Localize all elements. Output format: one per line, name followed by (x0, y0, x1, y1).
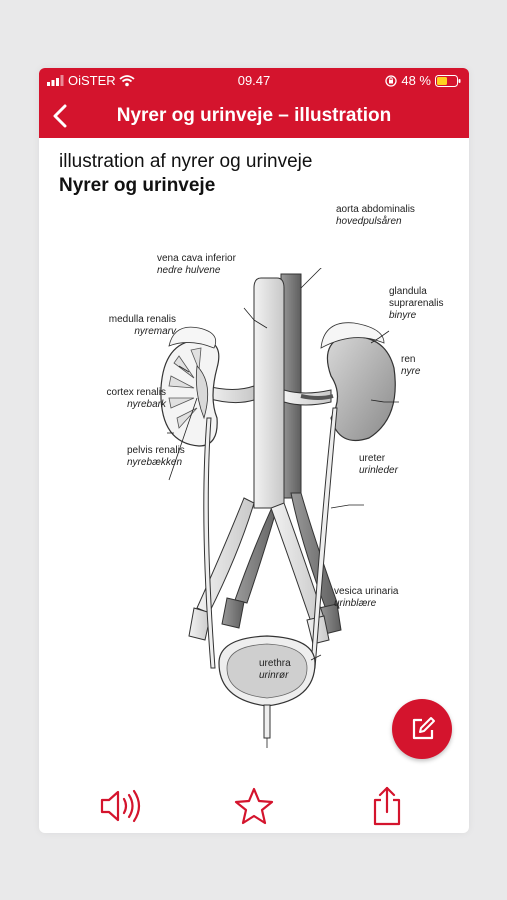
label-ureter-latin: ureter (359, 453, 386, 464)
battery-icon (435, 74, 461, 87)
star-icon (234, 787, 274, 825)
label-urethra: urethra urinrør (259, 658, 291, 682)
label-medulla-danish: nyremarv (134, 326, 176, 337)
illustration-heading: Nyrer og urinveje (59, 175, 216, 196)
label-glandula-latin-1: glandula (389, 286, 427, 297)
chevron-left-icon (53, 104, 67, 128)
label-vesica: vesica urinaria urinblære (334, 586, 398, 610)
back-button[interactable] (45, 100, 77, 132)
label-ureter-danish: urinleder (359, 465, 398, 476)
urinary-system-drawing (160, 268, 399, 748)
illustration-subtitle: illustration af nyrer og urinveje (59, 151, 313, 172)
favorite-button[interactable] (232, 786, 276, 826)
label-pelvis-latin: pelvis renalis (127, 445, 185, 456)
label-aorta-danish: hovedpulsåren (336, 216, 402, 227)
audio-button[interactable] (98, 786, 142, 826)
kidney-illustration: aorta abdominalis hovedpulsåren vena cav… (39, 204, 469, 748)
status-left: OiSTER (47, 73, 135, 88)
page-title: Nyrer og urinveje – illustration (116, 105, 392, 126)
label-ren-danish: nyre (401, 366, 421, 377)
label-cortex: cortex renalis nyrebark (68, 387, 166, 411)
label-ren-latin: ren (401, 354, 416, 365)
label-aorta-latin: aorta abdominalis (336, 204, 415, 215)
label-aorta: aorta abdominalis hovedpulsåren (336, 204, 415, 228)
bottom-toolbar (39, 780, 469, 833)
carrier-name: OiSTER (68, 73, 116, 88)
share-icon (373, 786, 401, 826)
speaker-icon (100, 789, 141, 823)
battery-percent: 48 % (401, 73, 431, 88)
label-medulla-latin: medulla renalis (108, 314, 176, 325)
label-medulla: medulla renalis nyremarv (72, 314, 176, 338)
label-urethra-latin: urethra (259, 658, 291, 669)
label-vena-cava-danish: nedre hulvene (157, 265, 221, 276)
label-vesica-danish: urinblære (334, 598, 377, 609)
pencil-square-icon (412, 717, 435, 740)
label-glandula: glandula suprarenalis binyre (389, 286, 443, 322)
main-content: illustration af nyrer og urinveje Nyrer … (39, 138, 469, 778)
share-button[interactable] (365, 786, 409, 826)
edit-note-button[interactable] (392, 699, 452, 759)
label-urethra-danish: urinrør (259, 670, 289, 681)
navigation-bar: Nyrer og urinveje – illustration (39, 92, 469, 138)
label-ureter: ureter urinleder (359, 453, 398, 477)
app-window: OiSTER 09.47 48 % (39, 68, 469, 833)
label-pelvis-danish: nyrebækken (127, 457, 183, 468)
label-glandula-danish: binyre (389, 310, 417, 321)
label-glandula-latin-2: suprarenalis (389, 298, 444, 309)
status-right: 48 % (385, 73, 461, 88)
status-time: 09.47 (237, 73, 271, 88)
wifi-icon (119, 74, 135, 86)
label-pelvis: pelvis renalis nyrebækken (127, 445, 185, 469)
label-vena-cava-latin: vena cava inferior (157, 253, 236, 264)
label-cortex-latin: cortex renalis (106, 387, 166, 398)
signal-icon (47, 75, 64, 86)
label-cortex-danish: nyrebark (127, 399, 166, 410)
label-vena-cava: vena cava inferior nedre hulvene (157, 253, 236, 277)
label-ren: ren nyre (401, 354, 420, 378)
status-bar: OiSTER 09.47 48 % (39, 68, 469, 92)
orientation-lock-icon (385, 74, 398, 87)
label-vesica-latin: vesica urinaria (334, 586, 399, 597)
